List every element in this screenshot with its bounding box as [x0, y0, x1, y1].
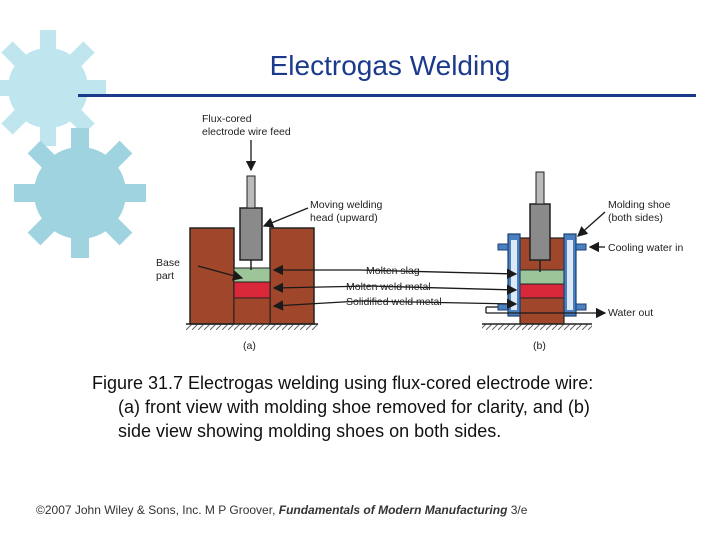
molten-slag-b [519, 269, 565, 285]
label-view-a: (a) [243, 340, 256, 352]
label-molding-shoe-2: (both sides) [608, 212, 663, 224]
base-part-left [189, 227, 235, 325]
label-view-b: (b) [533, 340, 546, 352]
gear-icon [14, 128, 146, 258]
decorative-gears [0, 30, 146, 258]
label-molten-slag: Molten slag [366, 265, 420, 277]
electrogas-welding-diagram: Flux-cored electrode wire feed Moving we… [156, 113, 683, 352]
label-moving-head-1: Moving welding [310, 199, 383, 211]
molten-weld-metal-b [519, 283, 565, 299]
diagram-labels: Flux-cored electrode wire feed Moving we… [156, 113, 683, 352]
welding-head-a [239, 207, 263, 261]
label-water-out: Water out [608, 307, 653, 319]
label-feed-1: Flux-cored [202, 113, 252, 125]
label-base-part-2: part [156, 270, 174, 282]
label-molding-shoe-1: Molding shoe [608, 199, 671, 211]
label-solidified-weld-metal: Solidified weld metal [346, 296, 442, 308]
electrode-wire-b [535, 171, 545, 205]
label-cooling-water-in: Cooling water in [608, 242, 683, 254]
welding-head-b [529, 203, 551, 261]
page-title: Electrogas Welding [269, 50, 511, 81]
label-moving-head-2: head (upward) [310, 212, 378, 224]
figure-caption: Figure 31.7 Electrogas welding using flu… [92, 371, 692, 443]
caption-line-3: side view showing molding shoes on both … [118, 421, 502, 441]
footer-book-title: Fundamentals of Modern Manufacturing [278, 503, 508, 517]
footer-copyright: ©2007 John Wiley & Sons, Inc. M P Groove… [36, 503, 279, 517]
label-base-part-1: Base [156, 257, 180, 269]
electrode-wire-a [246, 175, 256, 209]
side-view-b [482, 171, 592, 330]
title-divider [78, 94, 696, 97]
molten-weld-metal-a [233, 281, 271, 299]
footer-citation: ©2007 John Wiley & Sons, Inc. M P Groove… [36, 503, 527, 517]
gear-icon [0, 30, 106, 146]
front-view-a [186, 175, 318, 330]
footer-edition: 3/e [507, 503, 528, 517]
label-molten-weld-metal: Molten weld metal [346, 281, 431, 293]
caption-line-2: (a) front view with molding shoe removed… [118, 397, 590, 417]
solidified-weld-metal-a [233, 297, 271, 325]
label-feed-2: electrode wire feed [202, 126, 291, 138]
molten-slag-a [233, 267, 271, 283]
leader-arrows [197, 140, 607, 319]
caption-line-1: Figure 31.7 Electrogas welding using flu… [92, 373, 594, 393]
base-part-right [269, 227, 315, 325]
